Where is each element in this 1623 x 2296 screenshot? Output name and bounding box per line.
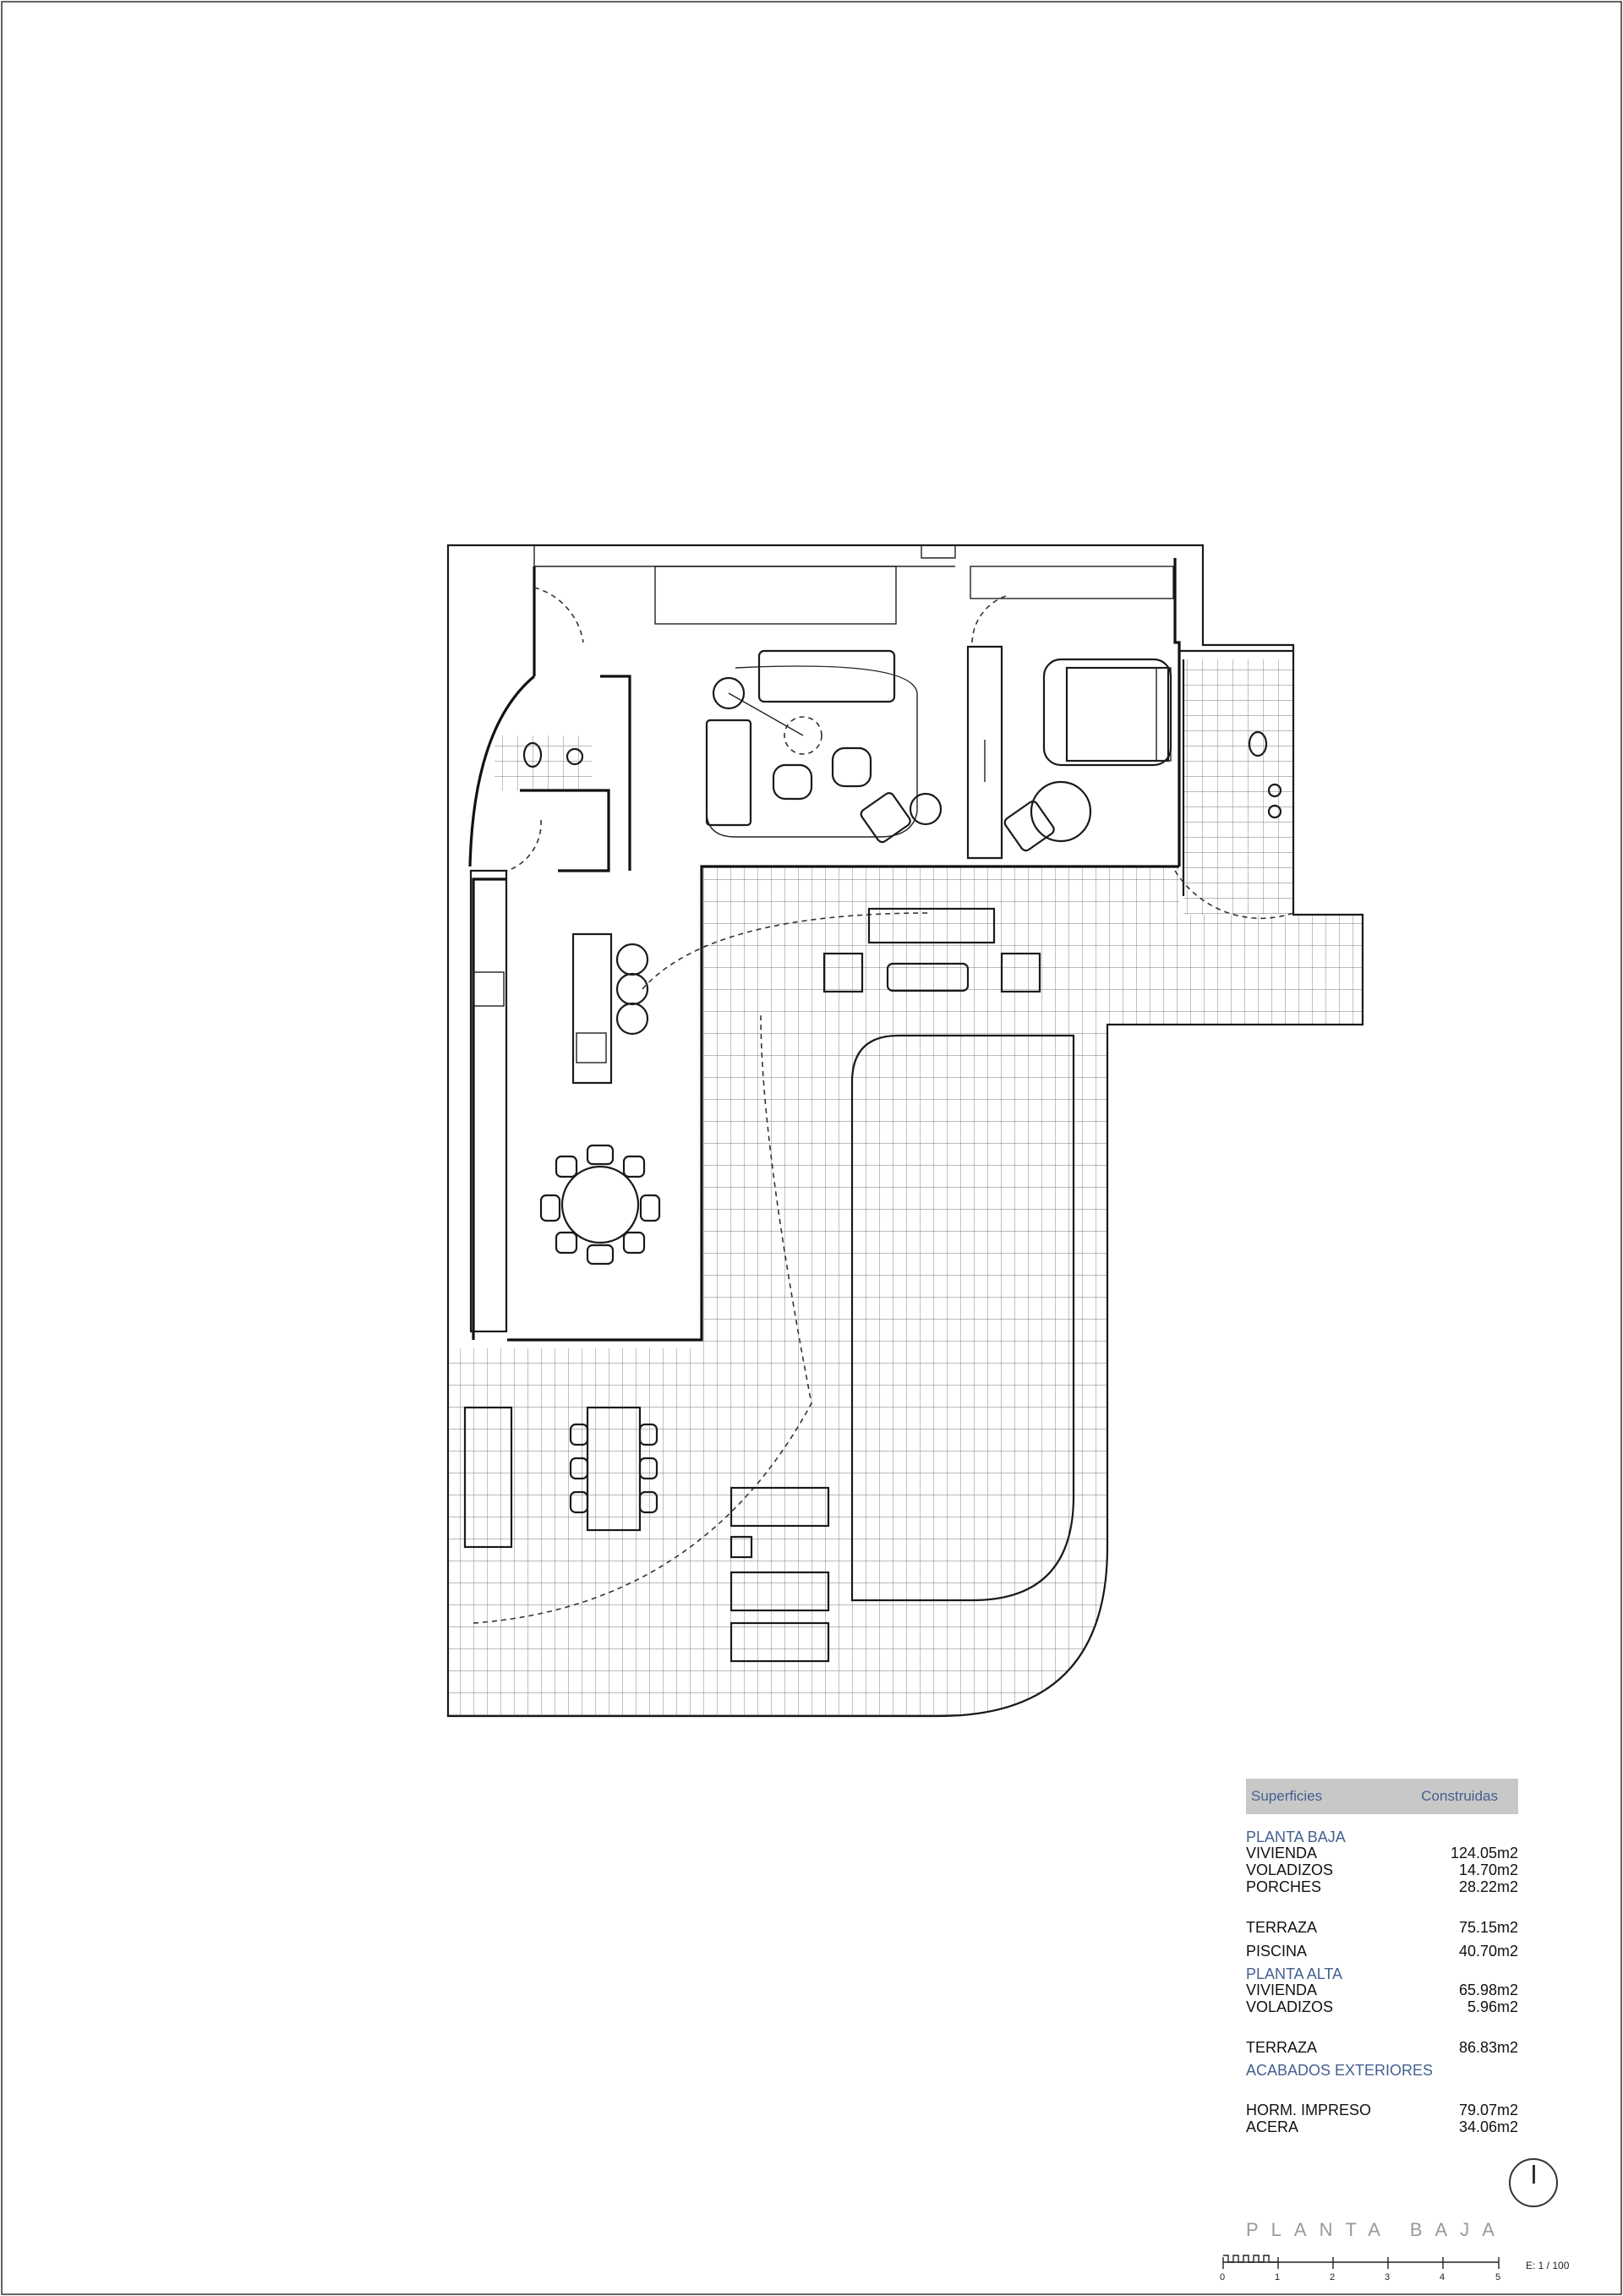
scale-bar: [1222, 2255, 1500, 2269]
scale-tick-label: 4: [1440, 2272, 1445, 2282]
pool: [850, 1034, 1075, 1602]
table-header: Superficies Construidas: [1246, 1779, 1518, 1814]
header-superficies: Superficies: [1251, 1788, 1323, 1804]
drawing-title: PLANTA BAJA: [1246, 2219, 1507, 2240]
outdoor-dining: [463, 1406, 658, 1549]
header-construidas: Construidas: [1421, 1788, 1498, 1804]
scale-tick-label: 2: [1330, 2272, 1336, 2282]
scale-tick-label: 3: [1385, 2272, 1391, 2282]
living-furniture: [705, 649, 943, 844]
scale-label: E: 1 / 100: [1526, 2260, 1570, 2271]
north-arrow-icon: [1509, 2158, 1558, 2207]
scale-tick-label: 5: [1495, 2272, 1501, 2282]
section-planta-baja: PLANTA BAJA: [1246, 1829, 1346, 1845]
door-swings: [473, 587, 1294, 1624]
scale-tick-label: 1: [1275, 2272, 1281, 2282]
kitchen: [469, 869, 649, 1333]
sun-loungers: [730, 1486, 830, 1663]
interior-walls: [468, 558, 1293, 1342]
terrace-lounge: [822, 907, 1041, 993]
stairs-main: [654, 566, 897, 625]
scale-tick-label: 0: [1220, 2272, 1226, 2282]
section-acabados: ACABADOS EXTERIORES: [1246, 2062, 1434, 2079]
dining-table-round: [539, 1144, 661, 1266]
section-planta-alta: PLANTA ALTA: [1246, 1965, 1343, 1982]
bathroom-fixtures: [522, 730, 1282, 819]
surfaces-table: Superficies Construidas PLANTA BAJA VIVI…: [1246, 1779, 1518, 2135]
stairs-upper: [970, 566, 1174, 599]
bedroom-furniture: [1003, 658, 1172, 852]
terrace-paving: [448, 659, 1363, 1716]
